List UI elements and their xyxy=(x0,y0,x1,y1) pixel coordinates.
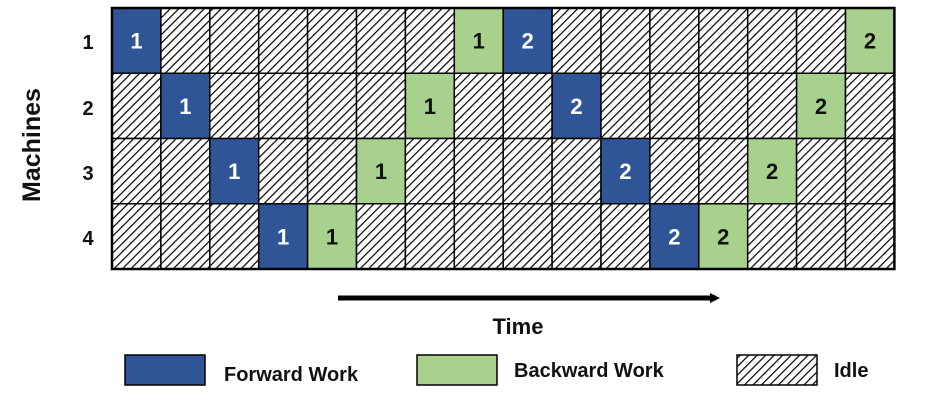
cell-m4-t15-idle xyxy=(795,203,847,270)
legend-idle-label: Idle xyxy=(834,360,868,382)
cell-label-m3-t11: 2 xyxy=(619,159,631,184)
cell-m2-t4-idle xyxy=(257,72,309,140)
cell-m1-t12-idle xyxy=(649,7,700,74)
cell-label-m4-t13: 2 xyxy=(717,224,729,249)
time-label: Time xyxy=(493,314,544,339)
cell-m3-t13-idle xyxy=(698,137,749,205)
cell-label-m2-t10: 2 xyxy=(570,94,582,119)
cell-m4-t1-idle xyxy=(111,203,162,270)
cell-m4-t9-idle xyxy=(502,203,553,270)
cell-m1-t8-backward xyxy=(453,7,504,74)
schedule-grid: 1 1 2 2 1 1 2 2 1 1 2 2 1 1 2 2 xyxy=(110,6,896,271)
cell-m4-t7-idle xyxy=(404,203,456,270)
cell-m3-t9-idle xyxy=(502,137,553,205)
cell-m4-t14-idle xyxy=(746,203,798,270)
cell-m4-t2-idle xyxy=(160,203,211,270)
cell-m4-t6-idle xyxy=(355,203,407,270)
cell-m4-t16-idle xyxy=(844,203,896,270)
row-label-4: 4 xyxy=(82,228,94,250)
cell-m2-t8-idle xyxy=(453,72,504,140)
cell-m3-t12-idle xyxy=(649,137,700,205)
grid-border xyxy=(110,6,896,271)
cell-m2-t12-idle xyxy=(649,72,700,140)
row-label-1: 1 xyxy=(82,32,93,54)
legend-forward-swatch xyxy=(124,354,206,386)
cell-m2-t9-idle xyxy=(502,72,553,140)
cell-label-m2-t7: 1 xyxy=(424,94,436,119)
cell-m2-t13-idle xyxy=(698,72,749,140)
cell-label-m4-t12: 2 xyxy=(668,224,680,249)
cell-m4-t8-idle xyxy=(453,203,504,270)
legend-forward-label: Forward Work xyxy=(224,364,359,386)
cell-m1-t4-idle xyxy=(257,7,309,74)
cell-label-m2-t2: 1 xyxy=(179,94,191,119)
cell-label-m1-t1: 1 xyxy=(130,29,142,54)
cell-label-m2-t15: 2 xyxy=(815,94,827,119)
cell-m3-t1-idle xyxy=(111,137,162,205)
cell-m2-t11-idle xyxy=(600,72,651,140)
cell-m2-t6-idle xyxy=(355,72,407,140)
cell-label-m1-t9: 2 xyxy=(522,29,534,54)
cell-label-m4-t4: 1 xyxy=(277,224,289,249)
cell-m2-t1-idle xyxy=(111,72,162,140)
legend-backward-swatch xyxy=(416,354,498,386)
cell-m1-t5-idle xyxy=(306,7,358,74)
cell-m2-t3-idle xyxy=(209,72,260,140)
y-axis-label: Machines xyxy=(18,88,46,202)
cell-m1-t7-idle xyxy=(404,7,456,74)
cell-label-m3-t14: 2 xyxy=(766,159,778,184)
cell-m2-t5-idle xyxy=(306,72,358,140)
cell-label-m4-t5: 1 xyxy=(326,224,338,249)
cell-m1-t10-idle xyxy=(551,7,602,74)
cell-m1-t6-idle xyxy=(355,7,407,74)
cell-m2-t7-backward xyxy=(404,72,456,140)
cell-m1-t13-idle xyxy=(698,7,749,74)
cell-m3-t15-idle xyxy=(795,137,847,205)
cell-m3-t16-idle xyxy=(844,137,896,205)
legend: Forward Work Backward Work Idle xyxy=(124,354,868,386)
cell-m3-t14-backward xyxy=(746,137,798,205)
row-label-2: 2 xyxy=(82,98,93,120)
cell-m3-t5-idle xyxy=(306,137,358,205)
cell-m2-t16-idle xyxy=(844,72,896,140)
cell-label-m3-t6: 1 xyxy=(375,159,387,184)
cell-m4-t11-idle xyxy=(600,203,651,270)
cell-m3-t4-idle xyxy=(257,137,309,205)
cell-label-m3-t3: 1 xyxy=(228,159,240,184)
cell-m2-t15-backward xyxy=(795,72,847,140)
cell-m3-t10-idle xyxy=(551,137,602,205)
cell-m4-t13-backward xyxy=(698,203,749,270)
cell-label-m1-t16: 2 xyxy=(864,29,876,54)
cell-m1-t2-idle xyxy=(160,7,211,74)
cell-label-m1-t8: 1 xyxy=(473,29,485,54)
cell-m1-t15-idle xyxy=(795,7,847,74)
legend-idle-swatch xyxy=(736,354,818,386)
cell-m4-t5-backward xyxy=(306,203,358,270)
cell-m4-t3-idle xyxy=(209,203,260,270)
cell-m1-t3-idle xyxy=(209,7,260,74)
cell-m1-t14-idle xyxy=(746,7,798,74)
cell-m3-t7-idle xyxy=(404,137,456,205)
cell-m4-t10-idle xyxy=(551,203,602,270)
cell-m3-t6-backward xyxy=(355,137,407,205)
cell-m3-t8-idle xyxy=(453,137,504,205)
cell-m1-t11-idle xyxy=(600,7,651,74)
cell-m3-t2-idle xyxy=(160,137,211,205)
cell-m2-t14-idle xyxy=(746,72,798,140)
row-label-3: 3 xyxy=(82,163,93,185)
legend-backward-label: Backward Work xyxy=(514,360,665,382)
